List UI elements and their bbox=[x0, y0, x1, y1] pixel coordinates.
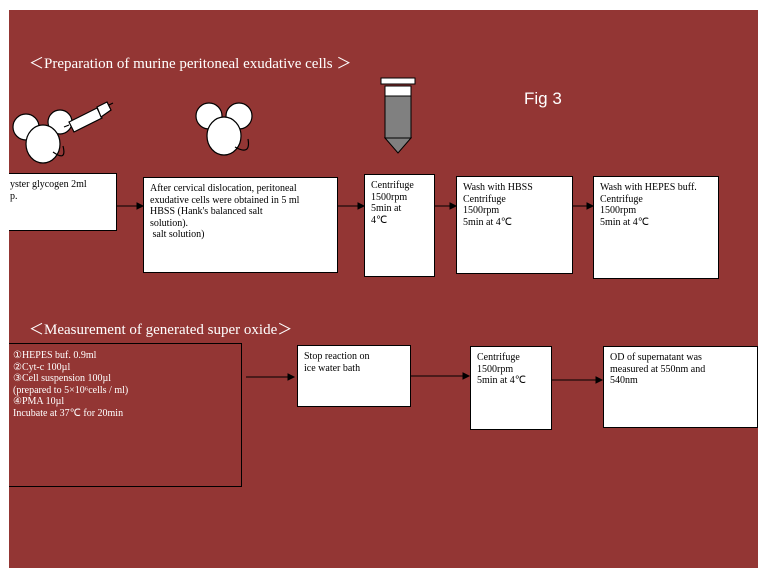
step-line: ③Cell suspension 100µl bbox=[13, 373, 112, 384]
step-line: 5min at 4℃ bbox=[463, 216, 513, 228]
step-line: Centrifuge bbox=[463, 193, 506, 205]
step-line: After cervical dislocation, peritoneal bbox=[150, 183, 297, 194]
step-line: Incubate at 37℃ for 20min bbox=[13, 407, 124, 419]
step-line: Stop reaction on bbox=[304, 351, 370, 362]
prep-step-wash-hepes: Wash with HEPES buff. Centrifuge 1500rpm… bbox=[593, 176, 719, 279]
step-line: 4℃ bbox=[371, 214, 388, 226]
step-line: exudative cells were obtained in 5 ml bbox=[150, 194, 300, 206]
measure-step-od: OD of supernatant was measured at 550nm … bbox=[603, 346, 758, 428]
step-line: HBSS (Hank's balanced salt bbox=[150, 206, 263, 217]
section-title-measurement: ＜Measurement of generated super oxide＞ bbox=[29, 322, 293, 338]
illustration-layer bbox=[12, 77, 604, 384]
step-line: ice water bath bbox=[304, 362, 361, 374]
prep-step-centrifuge: Centrifuge 1500rpm 5min at 4℃ bbox=[364, 174, 435, 277]
measure-step-centrifuge: Centrifuge 1500rpm 5min at 4℃ bbox=[470, 346, 552, 430]
step-line: 1500rpm bbox=[600, 205, 637, 216]
step-line: Centrifuge bbox=[600, 193, 643, 205]
step-line: p. bbox=[10, 190, 18, 202]
step-line: Wash with HEPES buff. bbox=[600, 182, 697, 193]
step-line: Centrifuge bbox=[477, 352, 520, 363]
step-line: Centrifuge bbox=[371, 180, 414, 191]
step-line: 1500rpm bbox=[371, 191, 408, 203]
centrifuge-tube-icon bbox=[380, 77, 416, 154]
step-line: ④PMA 10µl bbox=[13, 396, 65, 407]
figure-label: Fig 3 bbox=[524, 89, 562, 108]
prep-step-wash-hbss: Wash with HBSS Centrifuge 1500rpm 5min a… bbox=[456, 176, 573, 274]
step-line: 5min at 4℃ bbox=[477, 375, 527, 386]
step-line: solution). bbox=[150, 217, 189, 229]
step-line: salt solution) bbox=[150, 229, 205, 240]
step-line: Wash with HBSS bbox=[463, 182, 533, 193]
step-line: OD of supernatant was bbox=[610, 352, 702, 363]
step-line: (prepared to 5×10⁶cells / ml) bbox=[13, 384, 129, 396]
step-line: 1500rpm bbox=[463, 205, 500, 216]
prep-step-harvest: After cervical dislocation, peritoneal e… bbox=[143, 177, 338, 273]
mouse-icon bbox=[195, 102, 253, 156]
step-line: measured at 550nm and bbox=[610, 363, 706, 375]
step-line: 1500rpm bbox=[477, 363, 514, 375]
mouse-icon bbox=[12, 109, 73, 164]
measure-step-reagents: ①HEPES buf. 0.9ml ②Cyt-c 100µl ③Cell sus… bbox=[9, 343, 242, 487]
syringe-icon bbox=[63, 101, 114, 133]
step-line: yster glycogen 2ml bbox=[10, 179, 87, 190]
step-line: ①HEPES buf. 0.9ml bbox=[13, 350, 97, 361]
step-line: 5min at bbox=[371, 203, 402, 214]
prep-step-injection: yster glycogen 2ml p. bbox=[9, 173, 117, 231]
step-line: 540nm bbox=[610, 375, 638, 386]
step-line: ②Cyt-c 100µl bbox=[13, 361, 71, 373]
section-title-preparation: ＜Preparation of murine peritoneal exudat… bbox=[29, 56, 352, 72]
slide: ＜Preparation of murine peritoneal exudat… bbox=[9, 10, 758, 568]
measure-step-stop-reaction: Stop reaction on ice water bath bbox=[297, 345, 411, 407]
step-line: 5min at 4℃ bbox=[600, 216, 650, 228]
